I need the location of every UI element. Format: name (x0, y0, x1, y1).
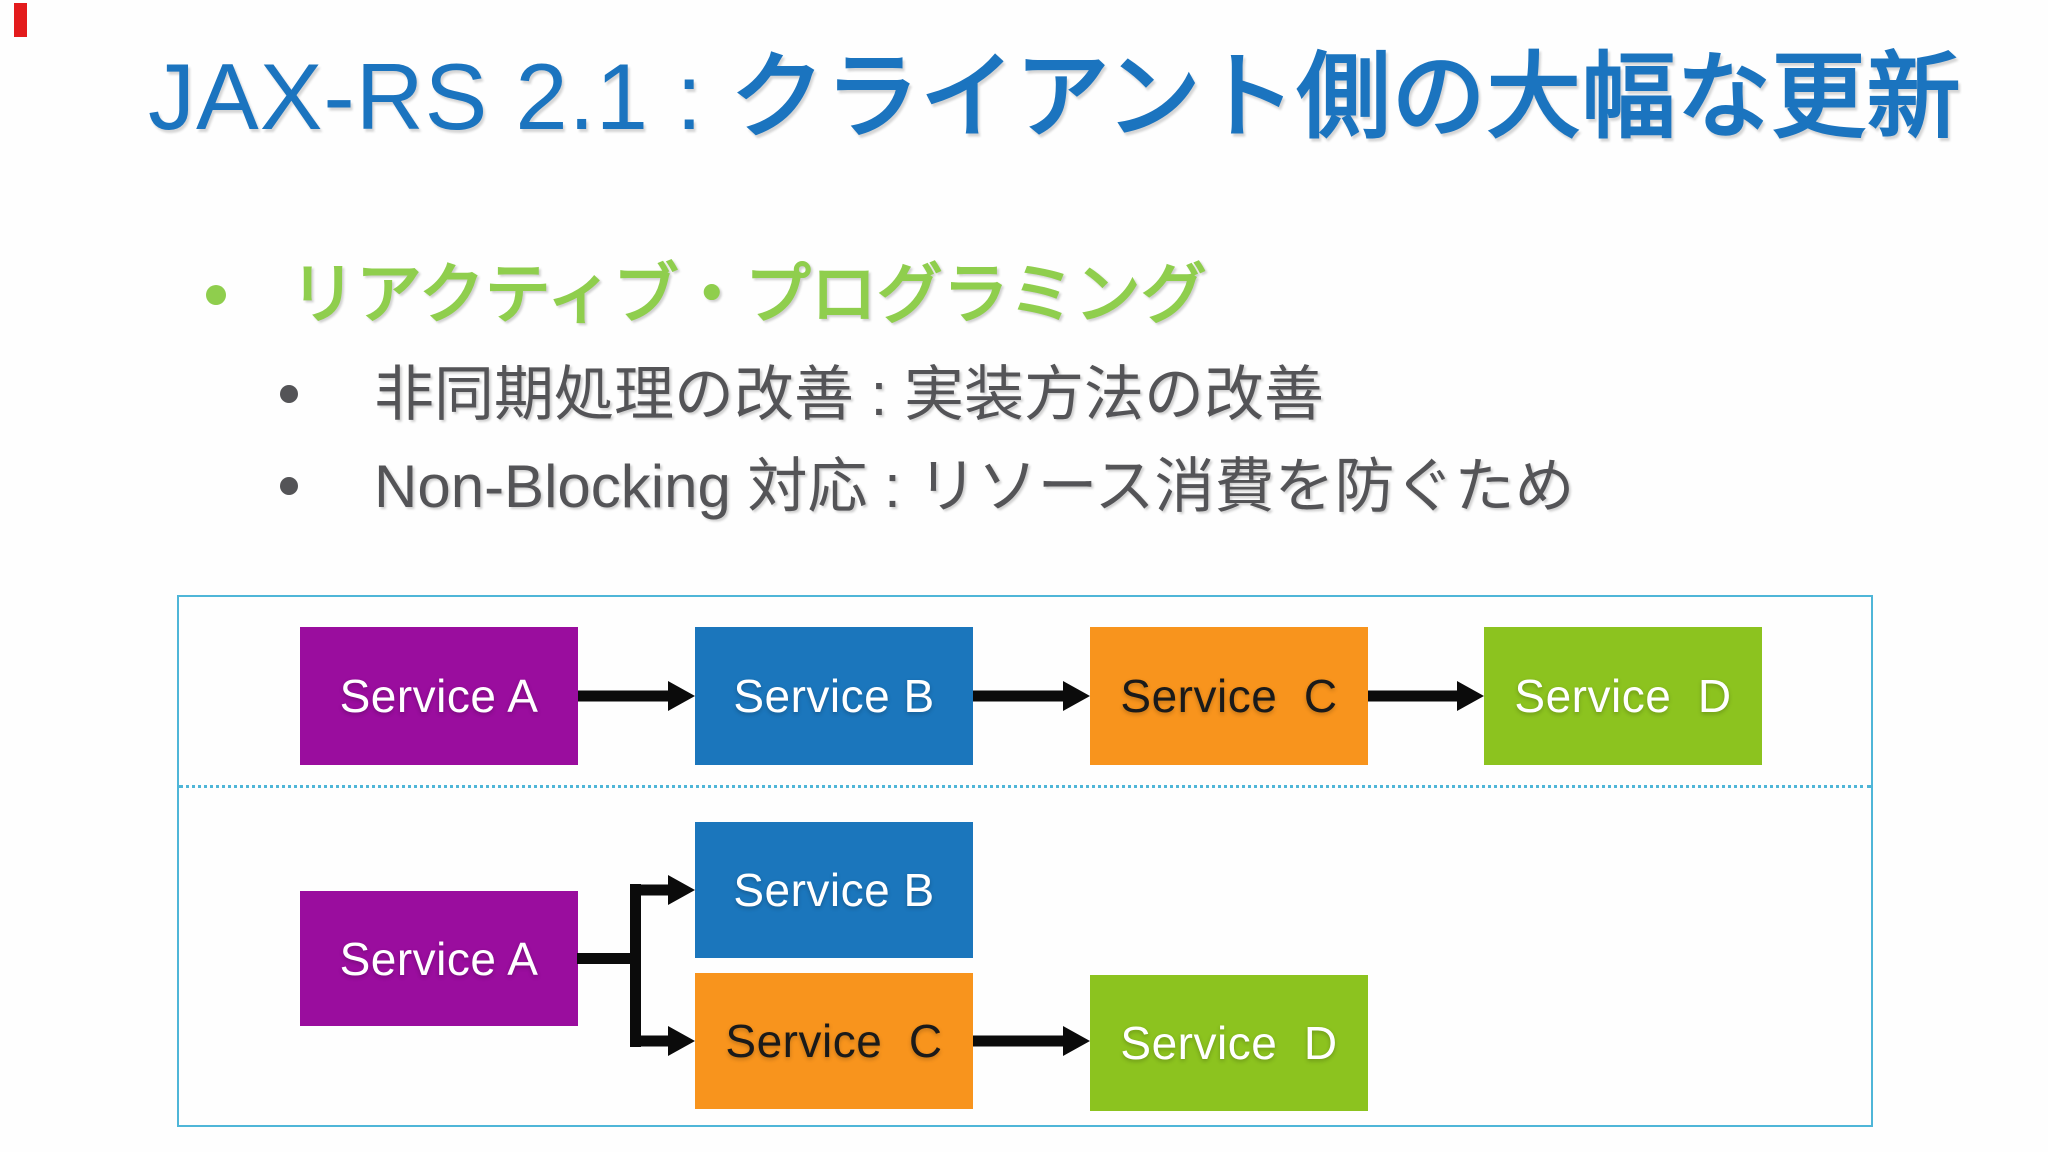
page-title: JAX-RS 2.1 : クライアント側の大幅な更新 (148, 38, 1962, 156)
arrow-head-icon (1063, 681, 1090, 711)
par-service-c-label: Service C (725, 1015, 943, 1067)
par-service-a-label: Service A (339, 932, 539, 985)
arrow-par-c-to-d (973, 1024, 1090, 1058)
bullet-level2-text: 非同期処理の改善 : 実装方法の改善 (374, 360, 1325, 428)
bullet-reactive-programming: リアクティブ・プログラミング (206, 250, 1207, 340)
title-latin-part: JAX-RS 2.1 : (148, 44, 731, 149)
seq-service-d-box: Service D (1484, 627, 1762, 765)
arrow-head-icon (668, 875, 695, 905)
arrow-seq-c-to-d (1368, 679, 1484, 713)
seq-service-c-label: Service C (1120, 670, 1338, 722)
bullet-dot-icon (280, 477, 298, 495)
par-service-d-label: Service D (1120, 1017, 1338, 1069)
par-service-c-box: Service C (695, 973, 973, 1109)
arrow-shaft (1368, 690, 1460, 702)
bullet-async-improvement: 非同期処理の改善 : 実装方法の改善 (280, 354, 1324, 434)
par-service-d-box: Service D (1090, 975, 1368, 1111)
connector-vertical-line (630, 884, 641, 1047)
red-corner-mark (14, 3, 27, 37)
seq-service-a-box: Service A (300, 627, 578, 765)
seq-service-c-box: Service C (1090, 627, 1368, 765)
par-service-b-label: Service B (733, 864, 935, 916)
seq-service-b-box: Service B (695, 627, 973, 765)
seq-service-b-label: Service B (733, 670, 935, 722)
par-service-b-box: Service B (695, 822, 973, 958)
arrow-shaft (973, 1035, 1066, 1047)
arrow-seq-a-to-b (578, 679, 695, 713)
arrow-par-a-to-b (630, 873, 695, 907)
arrow-shaft (630, 1035, 671, 1047)
arrow-seq-b-to-c (973, 679, 1090, 713)
arrow-head-icon (1063, 1026, 1090, 1056)
service-flow-diagram: Service A Service B Service C Service D … (177, 595, 1873, 1127)
arrow-par-a-to-c (630, 1024, 695, 1058)
arrow-head-icon (668, 1026, 695, 1056)
arrow-shaft (973, 690, 1066, 702)
bullet-level1-text: リアクティブ・プログラミング (290, 257, 1207, 332)
arrow-head-icon (1457, 681, 1484, 711)
bullet-non-blocking: Non-Blocking 対応 : リソース消費を防ぐため (280, 446, 1575, 526)
title-japanese-part: クライアント側の大幅な更新 (730, 44, 1962, 149)
seq-service-d-label: Service D (1514, 670, 1732, 722)
connector-a-stub (577, 953, 641, 964)
seq-service-a-label: Service A (339, 670, 539, 722)
bullet-level2-text: Non-Blocking 対応 : リソース消費を防ぐため (374, 452, 1575, 520)
bullet-dot-icon (280, 385, 298, 403)
arrow-shaft (630, 884, 671, 896)
par-service-a-box: Service A (300, 891, 578, 1026)
arrow-head-icon (668, 681, 695, 711)
diagram-row-divider (179, 785, 1871, 788)
arrow-shaft (578, 690, 671, 702)
bullet-dot-icon (206, 285, 226, 305)
